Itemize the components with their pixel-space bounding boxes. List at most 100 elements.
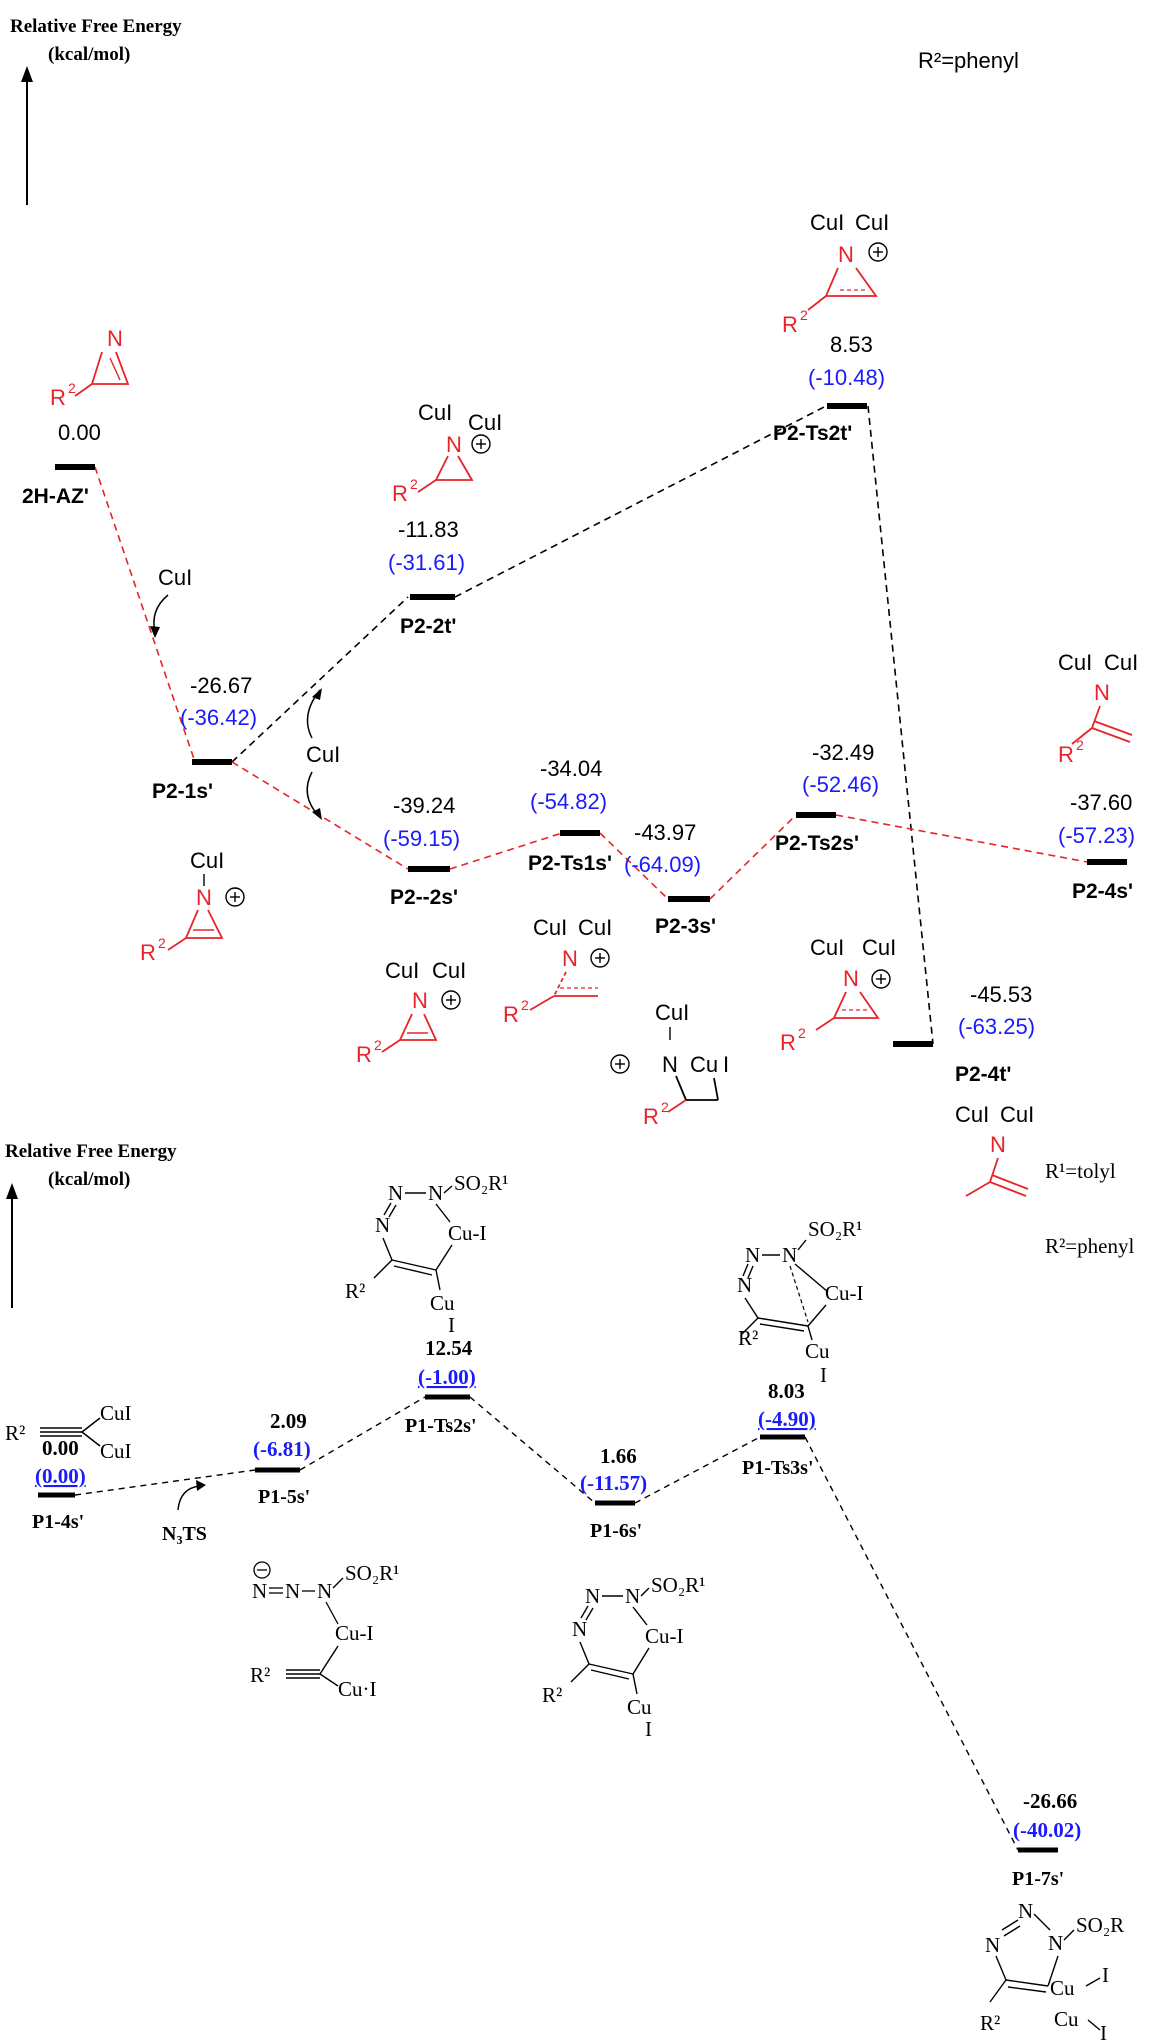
atom-n: N	[990, 1132, 1006, 1157]
value-p14s-g: 0.00	[42, 1436, 79, 1460]
positive-charge-icon	[871, 969, 891, 989]
top-panel: Relative Free Energy (kcal/mol) R²=pheny…	[10, 16, 1138, 1197]
atom-i: I	[723, 1052, 729, 1077]
value-p22t-h: (-31.61)	[388, 550, 465, 575]
value-p24t-h: (-63.25)	[958, 1014, 1035, 1039]
positive-charge-icon	[471, 434, 491, 454]
atom-n: N	[252, 1579, 267, 1603]
group-r2-sup: 2	[800, 307, 808, 323]
atom-n: N	[1048, 1931, 1063, 1955]
atom-i: I	[448, 1313, 455, 1337]
value-p21s-g: -26.67	[190, 673, 252, 698]
value-p21s-h: (-36.42)	[180, 705, 257, 730]
path-p1ts2s-to-p16s	[469, 1396, 596, 1504]
group-r2: R	[50, 385, 66, 410]
positive-charge-icon	[225, 887, 245, 907]
structure-p22s: CuI CuI N R 2	[356, 958, 466, 1067]
atom-cu: Cu	[690, 1052, 718, 1077]
atom-n: N	[317, 1579, 332, 1603]
atom-cui: CuI	[1104, 650, 1138, 675]
atom-n: N	[843, 966, 859, 991]
path-p1ts3s-to-p17s	[804, 1436, 1019, 1851]
path-p23s-to-p2ts2s	[709, 814, 797, 900]
atom-n: N	[375, 1213, 390, 1237]
value-p24s-g: -37.60	[1070, 790, 1132, 815]
path-p22s-to-p2ts1s	[449, 832, 563, 870]
atom-n: N	[985, 1933, 1000, 1957]
atom-n: N	[625, 1584, 640, 1608]
value-p15s-g: 2.09	[270, 1409, 307, 1433]
value-p2ts2s-g: -32.49	[812, 740, 874, 765]
structure-p2ts1s: CuI CuI N R 2	[503, 915, 612, 1027]
group-r2: R²	[542, 1683, 562, 1707]
path-p14s-to-p15s	[74, 1469, 256, 1496]
group-r2: R	[392, 481, 408, 506]
path-p22t-to-p2ts2t	[454, 405, 827, 598]
atom-cu: Cu	[430, 1291, 455, 1315]
bottom-r1-note: R¹=tolyl	[1045, 1159, 1116, 1183]
atom-cui: CuI	[855, 210, 889, 235]
atom-n: N	[412, 988, 428, 1013]
value-p16s-h: (-11.57)	[580, 1471, 647, 1495]
path-2haz-to-p21s	[94, 466, 196, 763]
bottom-r2-note: R²=phenyl	[1045, 1234, 1134, 1258]
top-r2-note: R²=phenyl	[918, 48, 1019, 73]
group-r2-sup: 2	[158, 935, 166, 951]
positive-charge-icon	[868, 242, 888, 262]
group-r2: R²	[980, 2011, 1000, 2035]
atom-n: N	[107, 326, 123, 351]
reagent-cui-2: CuI	[306, 742, 340, 767]
label-p22t: P2-2t'	[400, 615, 456, 638]
structure-p1ts2s: N N SO₂R¹ N Cu-I R² Cu I	[345, 1171, 508, 1337]
atom-i: I	[820, 1363, 827, 1387]
positive-charge-icon	[590, 948, 610, 968]
group-r2-sup: 2	[798, 1025, 806, 1041]
atom-n: N	[285, 1579, 300, 1603]
arrowhead-icon	[150, 626, 160, 638]
group-cu-i: Cu-I	[448, 1221, 487, 1245]
value-p15s-h: (-6.81)	[253, 1437, 311, 1461]
atom-cui: CuI	[432, 958, 466, 983]
group-r2: R	[356, 1042, 372, 1067]
atom-n: N	[196, 885, 212, 910]
atom-n: N	[838, 242, 854, 267]
atom-cui: CuI	[1058, 650, 1092, 675]
label-p21s: P2-1s'	[152, 780, 213, 803]
label-p1ts3s: P1-Ts3s'	[742, 1457, 814, 1479]
group-r2: R²	[5, 1421, 25, 1445]
value-p17s-g: -26.66	[1023, 1789, 1077, 1813]
value-p1ts3s-g: 8.03	[768, 1379, 805, 1403]
structure-p1ts3s: N N SO₂R¹ N Cu-I R² Cu I	[737, 1217, 864, 1387]
top-axis-title-line1: Relative Free Energy	[10, 16, 182, 37]
atom-cui: CuI	[655, 1000, 689, 1025]
group-so2r1: SO₂R¹	[345, 1561, 399, 1585]
group-r2: R²	[345, 1279, 365, 1303]
atom-cui: CuI	[385, 958, 419, 983]
bottom-panel: Relative Free Energy (kcal/mol) R¹=tolyl…	[5, 1141, 1134, 2043]
atom-n: N	[1018, 1899, 1033, 1923]
value-p2ts1s-g: -34.04	[540, 756, 602, 781]
value-p2ts2s-h: (-52.46)	[802, 772, 879, 797]
arrowhead-icon	[312, 688, 322, 700]
structure-p2ts2s: CuI CuI N R 2	[780, 935, 896, 1055]
bottom-axis-title-line1: Relative Free Energy	[5, 1141, 177, 1162]
value-p24t-g: -45.53	[970, 982, 1032, 1007]
group-r2: R	[782, 312, 798, 337]
group-r2-sup: 2	[1076, 737, 1084, 753]
value-p16s-g: 1.66	[600, 1444, 637, 1468]
atom-n: N	[737, 1273, 752, 1297]
group-cu-i: Cu-I	[825, 1281, 864, 1305]
structure-p22t: CuI CuI N R 2	[392, 400, 502, 506]
atom-cui: CuI	[100, 1401, 132, 1425]
label-p22s: P2--2s'	[390, 886, 458, 909]
atom-n: N	[562, 946, 578, 971]
atom-cui: CuI	[578, 915, 612, 940]
atom-cui: CuI	[100, 1439, 132, 1463]
label-p24t: P2-4t'	[955, 1063, 1011, 1086]
value-p2ts2t-g: 8.53	[830, 332, 873, 357]
value-p23s-h: (-64.09)	[624, 852, 701, 877]
structure-p16s: N N SO₂R¹ N Cu-I R² Cu I	[542, 1573, 705, 1741]
atom-n: N	[782, 1243, 797, 1267]
